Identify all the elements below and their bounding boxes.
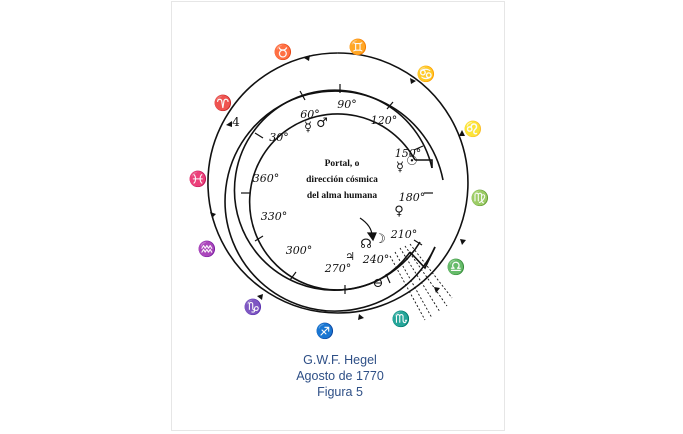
caption-author: G.W.F. Hegel <box>303 353 377 367</box>
venus-icon: ♀ <box>394 204 404 219</box>
pisces-icon: ♓ <box>189 170 208 188</box>
leo-icon: ♌ <box>464 120 483 138</box>
jupiter-icon: ♃ <box>345 250 355 263</box>
virgo-icon: ♍ <box>471 189 490 207</box>
portal-note: Portal, o dirección cósmica del alma hum… <box>306 159 378 201</box>
arrow-tick <box>304 55 310 61</box>
aquarius-icon: ♒ <box>198 240 217 258</box>
degree-label: 210° <box>390 228 418 241</box>
taurus-icon: ♉ <box>274 43 293 61</box>
degree-label: 180° <box>399 191 426 204</box>
portal-rays <box>389 243 453 321</box>
gemini-icon: ♊ <box>349 38 368 56</box>
sagittarius-icon: ♐ <box>316 322 335 340</box>
sun-icon: ☉ <box>406 154 418 169</box>
capricorn-icon: ♑ <box>244 298 263 316</box>
page-panel <box>172 2 504 430</box>
arrow-tick <box>410 78 416 84</box>
ring-connector <box>415 159 433 168</box>
ascending-node-icon: ☊ <box>360 237 372 252</box>
planet-symbols: 4 ☿ ♂ ☿ ☉ ♀ ☊ ☽ ♃ ⊖ <box>232 115 418 291</box>
spiral-rings <box>207 52 469 314</box>
arrow-tick <box>459 130 465 136</box>
ring-arrow-ticks <box>210 55 466 320</box>
degree-label: 240° <box>362 253 390 266</box>
degree-labels: 60° 90° 120° 150° 180° 210° 240° 270° 30… <box>253 98 426 275</box>
jupiter-icon: 4 <box>232 115 240 129</box>
mercury-icon: ☿ <box>304 120 312 135</box>
ring-connector-lower <box>409 246 436 270</box>
degree-label: 270° <box>324 262 352 275</box>
degree-label: 300° <box>286 244 313 257</box>
libra-icon: ♎ <box>447 258 466 276</box>
aries-icon: ♈ <box>214 94 233 112</box>
caption-figure: Figura 5 <box>317 385 363 399</box>
caption-date: Agosto de 1770 <box>296 369 384 383</box>
inner-ring <box>248 113 416 291</box>
degree-label: 30° <box>269 131 289 144</box>
degree-label: 330° <box>261 210 288 223</box>
scorpio-icon: ♏ <box>392 310 411 328</box>
arrow-tick <box>226 121 232 127</box>
degree-label: 360° <box>253 172 280 185</box>
degree-ticks <box>241 84 433 294</box>
portal-note-line: del alma humana <box>307 191 377 201</box>
outer-ring <box>207 52 469 314</box>
earth-icon: ⊖ <box>373 276 384 291</box>
moon-icon: ☽ <box>374 232 386 247</box>
degree-label: 150° <box>395 147 422 160</box>
arrow-tick <box>434 287 440 293</box>
cancer-icon: ♋ <box>417 65 436 83</box>
degree-label: 120° <box>371 114 398 127</box>
portal-note-line: Portal, o <box>325 159 360 169</box>
arrow-tick <box>358 314 364 320</box>
arrow-tick <box>460 239 466 245</box>
portal-note-line: dirección cósmica <box>306 175 378 185</box>
arrow-tick <box>210 212 216 218</box>
mars-icon: ♂ <box>316 116 328 131</box>
zodiac-signs: ♉ ♊ ♋ ♌ ♍ ♎ ♏ ♐ ♑ ♒ ♓ ♈ <box>189 38 490 340</box>
portal-arrow <box>359 217 377 242</box>
degree-label: 90° <box>337 98 357 111</box>
mercury-icon: ☿ <box>396 160 404 175</box>
degree-label: 60° <box>300 108 320 121</box>
arrow-tick <box>257 294 263 300</box>
